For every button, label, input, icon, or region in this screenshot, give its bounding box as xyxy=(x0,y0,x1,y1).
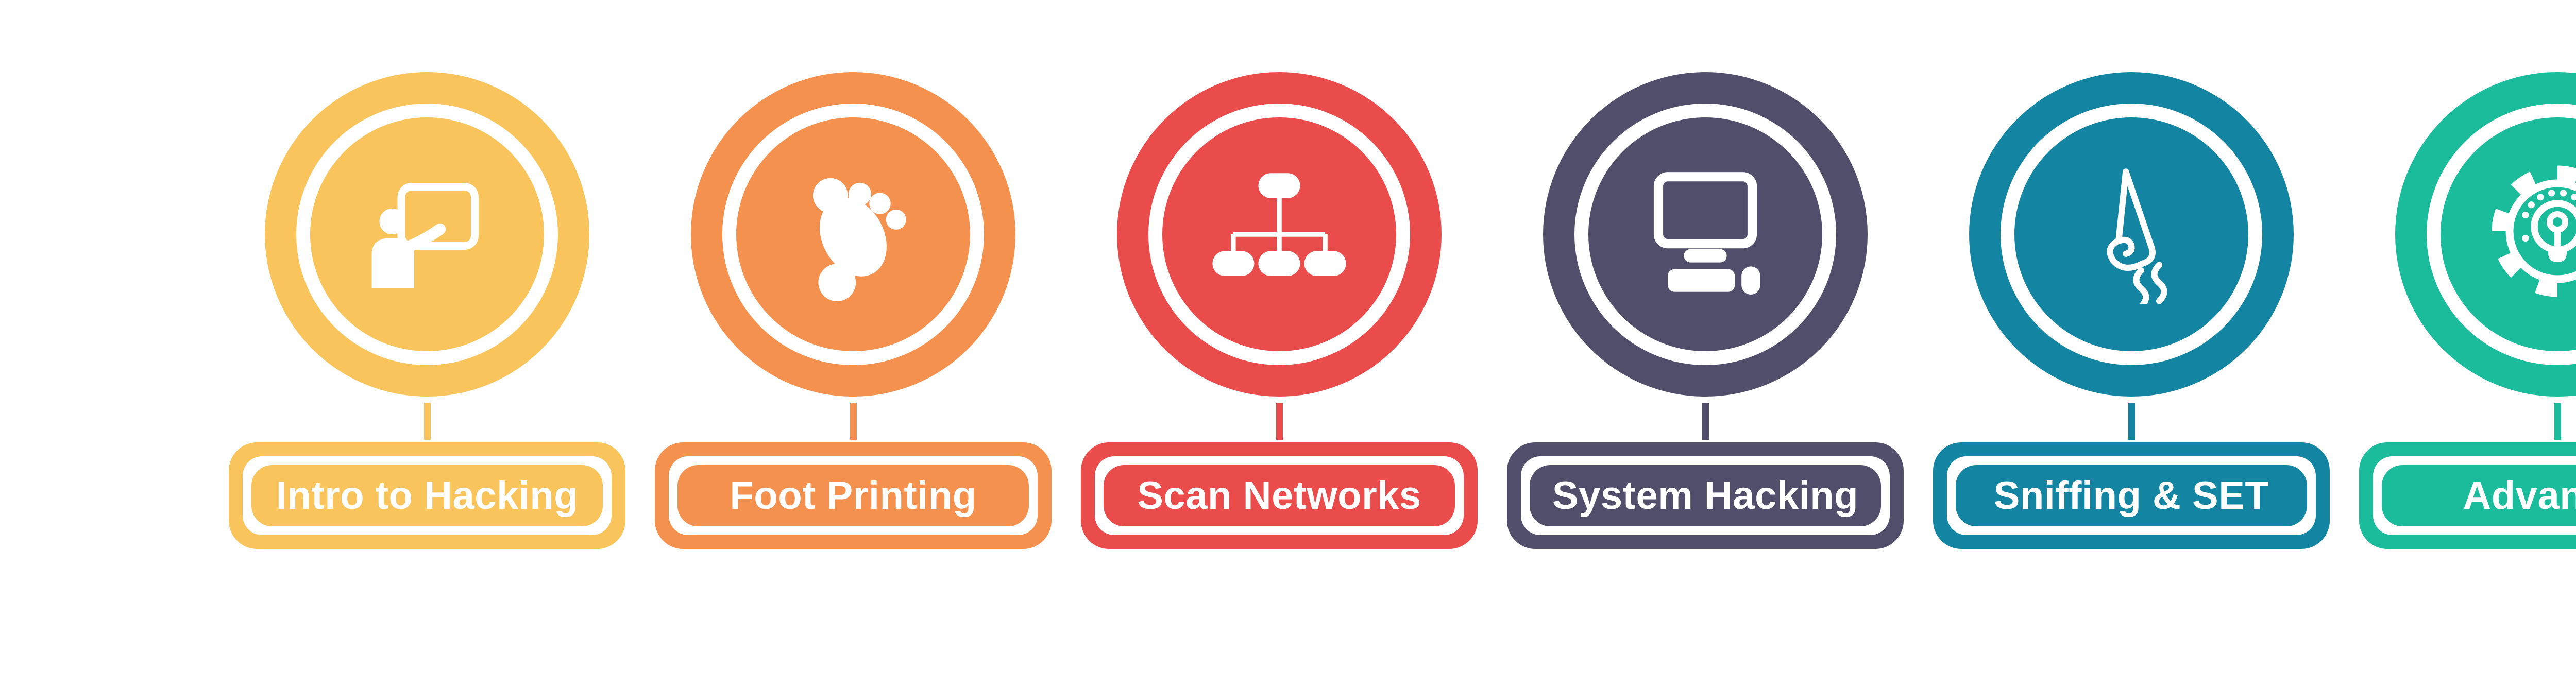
label-badge: Foot Printing xyxy=(655,442,1052,549)
module-label: Advanced xyxy=(2463,474,2576,518)
badge-face: Sniffing & SET xyxy=(1956,465,2307,526)
module-label: Sniffing & SET xyxy=(1993,474,2269,518)
computer-icon xyxy=(1653,172,1760,295)
module-intro-to-hacking: Intro to Hacking xyxy=(229,72,625,549)
nose-sniff-icon xyxy=(2107,168,2167,304)
circle-face xyxy=(1162,117,1396,351)
badge-ring: Sniffing & SET xyxy=(1947,456,2316,535)
module-system-hacking: System Hacking xyxy=(1507,72,1904,549)
badge-face: Intro to Hacking xyxy=(251,465,603,526)
badge-ring: Advanced xyxy=(2373,456,2576,535)
badge-ring: Foot Printing xyxy=(669,456,1038,535)
module-circle xyxy=(265,72,589,397)
badge-face: Advanced xyxy=(2382,465,2576,526)
circle-ring xyxy=(722,104,984,365)
circle-ring xyxy=(2001,104,2262,365)
label-badge: Advanced xyxy=(2359,442,2576,549)
label-badge: System Hacking xyxy=(1507,442,1904,549)
module-circle xyxy=(2395,72,2576,397)
badge-face: Foot Printing xyxy=(677,465,1029,526)
circle-ring xyxy=(1148,104,1410,365)
connector-line xyxy=(1276,403,1283,440)
gear-lightbulb-icon xyxy=(2492,165,2576,297)
circle-ring xyxy=(296,104,558,365)
instructor-presentation-icon xyxy=(371,183,479,288)
connector-line xyxy=(2128,403,2135,440)
connector-line xyxy=(2554,403,2561,440)
network-diagram-icon xyxy=(1212,173,1346,276)
module-circle xyxy=(691,72,1015,397)
module-label: System Hacking xyxy=(1552,474,1859,518)
footprint-icon xyxy=(813,178,906,301)
module-foot-printing: Foot Printing xyxy=(655,72,1052,549)
connector-line xyxy=(1702,403,1709,440)
circle-face xyxy=(2014,117,2248,351)
module-scan-networks: Scan Networks xyxy=(1081,72,1478,549)
label-badge: Scan Networks xyxy=(1081,442,1478,549)
connector-line xyxy=(850,403,857,440)
module-label: Intro to Hacking xyxy=(276,474,579,518)
circle-face xyxy=(2441,117,2576,351)
module-sniffing-set: Sniffing & SET xyxy=(1933,72,2330,549)
module-circle xyxy=(1969,72,2294,397)
circle-ring xyxy=(1574,104,1836,365)
module-circle xyxy=(1117,72,1442,397)
module-label: Foot Printing xyxy=(730,474,977,518)
circle-face xyxy=(736,117,970,351)
circle-face xyxy=(1588,117,1822,351)
module-circle xyxy=(1543,72,1868,397)
label-badge: Sniffing & SET xyxy=(1933,442,2330,549)
badge-ring: System Hacking xyxy=(1521,456,1890,535)
badge-ring: Intro to Hacking xyxy=(243,456,612,535)
module-advanced: Advanced xyxy=(2359,72,2576,549)
badge-ring: Scan Networks xyxy=(1095,456,1464,535)
circle-face xyxy=(310,117,544,351)
badge-face: Scan Networks xyxy=(1104,465,1455,526)
connector-line xyxy=(423,403,431,440)
badge-face: System Hacking xyxy=(1530,465,1881,526)
circle-ring xyxy=(2427,104,2576,365)
label-badge: Intro to Hacking xyxy=(229,442,625,549)
modules-row: Intro to Hacking xyxy=(229,72,2576,549)
module-label: Scan Networks xyxy=(1137,474,1421,518)
